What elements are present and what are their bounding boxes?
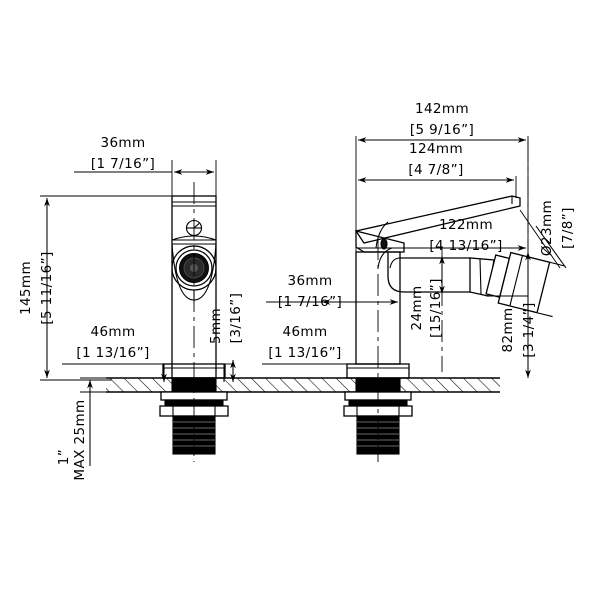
dim-side-body-width-inch: [1 7/16”] [278, 294, 342, 310]
dim-front-width-mm: 36mm [100, 135, 145, 151]
deck-counter-section [106, 377, 500, 393]
text-underlines [62, 171, 348, 365]
dim-spout-length-inch: [4 13/16”] [429, 238, 502, 254]
dim-spray-head-dia-mm: Ø23mm [539, 200, 555, 256]
dim-front-base-width-mm: 46mm [90, 324, 135, 340]
dim-front-base-width-inch: [1 13/16”] [76, 345, 149, 361]
dim-spout-height-inch: [15/16”] [428, 278, 444, 338]
dim-side-base-width-inch: [1 13/16”] [268, 345, 341, 361]
dim-spout-height-mm: 24mm [409, 285, 425, 330]
dim-spout-length-mm: 122mm [439, 217, 493, 233]
dim-spray-head-dia-inch: [7/8”] [560, 207, 576, 249]
dim-side-body-width-mm: 36mm [287, 273, 332, 289]
dim-front-base-height-mm: 5mm [208, 308, 224, 344]
dim-max-deck-mm: MAX 25mm [72, 399, 88, 480]
dimension-lines [44, 137, 567, 466]
dim-front-width-inch: [1 7/16”] [91, 156, 155, 172]
dim-lever-length-mm: 124mm [409, 141, 463, 157]
dim-side-length-inch: [5 9/16”] [410, 122, 474, 138]
dim-lever-length-inch: [4 7/8”] [408, 162, 463, 178]
dim-side-base-width-mm: 46mm [282, 324, 327, 340]
dim-spray-head-height-inch: [3 1/4”] [521, 302, 537, 357]
dim-front-base-height-inch: [3/16”] [228, 293, 244, 344]
dim-front-height-mm: 145mm [18, 261, 34, 315]
dim-spray-head-height-mm: 82mm [500, 307, 516, 352]
dim-front-height-inch: [5 11/16”] [39, 251, 55, 324]
dim-max-deck-inch: 1” [56, 449, 72, 465]
dim-side-length-mm: 142mm [415, 101, 469, 117]
